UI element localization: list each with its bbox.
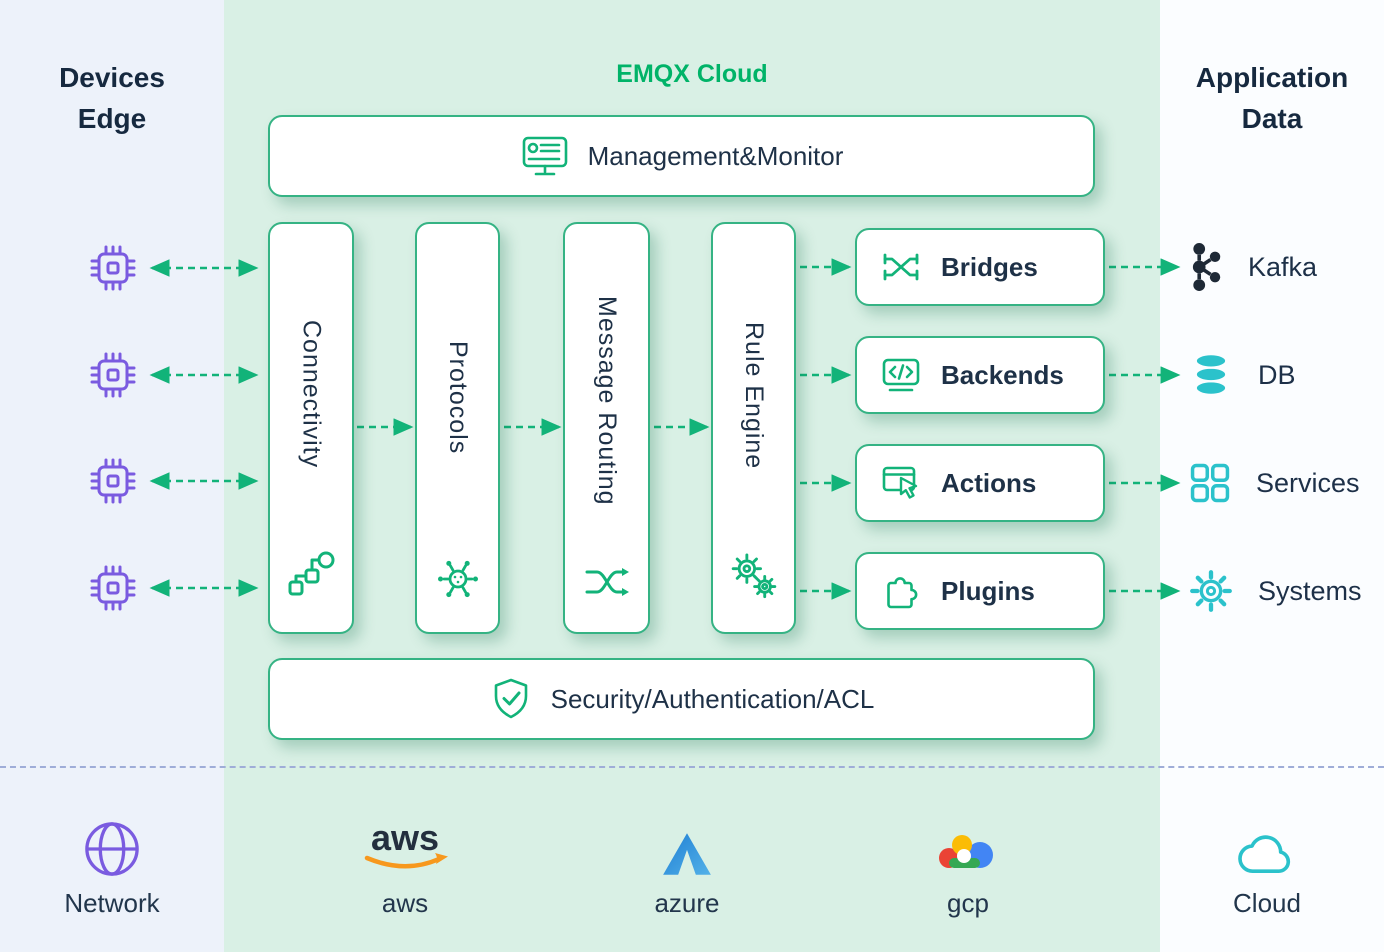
gear-icon (1186, 566, 1236, 616)
pillar-protocols-label: Protocols (444, 341, 472, 455)
globe-icon (32, 806, 192, 878)
footer-aws: aws aws (325, 806, 485, 919)
application-title-line2: Data (1241, 103, 1303, 134)
kafka-icon (1186, 241, 1226, 293)
chip-icon (89, 564, 137, 612)
target-services-label: Services (1256, 467, 1360, 498)
target-db-label: DB (1258, 359, 1296, 390)
dashed-divider (0, 766, 1384, 768)
aws-logo-text: aws (371, 817, 439, 858)
topology-icon (284, 548, 338, 602)
application-title-line1: Application (1195, 62, 1349, 93)
emqx-cloud-title: EMQX Cloud (616, 60, 768, 88)
module-bridges-label: Bridges (941, 251, 1038, 282)
module-backends: Backends (855, 336, 1105, 414)
code-window-icon (879, 353, 923, 397)
module-backends-label: Backends (941, 359, 1064, 390)
module-actions: Actions (855, 444, 1105, 522)
chip-icon (89, 244, 137, 292)
target-services: Services (1186, 456, 1360, 510)
cursor-window-icon (879, 461, 923, 505)
chip-icon (89, 457, 137, 505)
target-kafka-label: Kafka (1248, 251, 1318, 282)
devices-edge-title: Devices Edge (0, 57, 224, 139)
security-label: Security/Authentication/ACL (550, 683, 875, 714)
pillar-connectivity-label: Connectivity (297, 319, 326, 469)
application-data-panel (1160, 0, 1384, 952)
gears-icon (729, 552, 779, 602)
footer-azure: azure (607, 806, 767, 919)
footer-network-label: Network (64, 888, 160, 918)
module-plugins-label: Plugins (941, 575, 1035, 606)
footer-aws-label: aws (381, 888, 429, 918)
shuffle-icon (583, 562, 631, 602)
pillar-rule-engine: Rule Engine (711, 222, 796, 634)
aws-logo: aws (325, 806, 485, 878)
shield-check-icon (489, 677, 533, 721)
target-systems-label: Systems (1258, 575, 1362, 606)
pillar-connectivity: Connectivity (268, 222, 354, 634)
database-icon (1186, 352, 1236, 398)
devices-title-line1: Devices (59, 62, 165, 93)
puzzle-icon (879, 569, 923, 613)
footer-gcp: gcp (888, 806, 1048, 919)
pillar-rule-engine-label: Rule Engine (740, 322, 768, 470)
services-grid-icon (1186, 459, 1234, 507)
azure-logo (607, 806, 767, 878)
security-box: Security/Authentication/ACL (268, 658, 1095, 740)
chip-icon (89, 351, 137, 399)
footer-cloud: Cloud (1187, 806, 1347, 919)
application-data-title: Application Data (1160, 57, 1384, 139)
bridge-crossover-icon (879, 245, 923, 289)
management-monitor-box: Management&Monitor (268, 115, 1095, 197)
hub-icon (435, 556, 481, 602)
footer-azure-label: azure (654, 888, 720, 918)
module-bridges: Bridges (855, 228, 1105, 306)
footer-network: Network (32, 806, 192, 919)
footer-gcp-label: gcp (947, 888, 989, 918)
module-actions-label: Actions (941, 467, 1037, 498)
devices-title-line2: Edge (77, 103, 147, 134)
monitor-icon (520, 134, 570, 178)
pillar-message-routing: Message Routing (563, 222, 650, 634)
gcp-logo (888, 806, 1048, 878)
pillar-message-routing-label: Message Routing (593, 296, 621, 506)
cloud-icon (1187, 806, 1347, 878)
pillar-protocols: Protocols (415, 222, 500, 634)
footer-cloud-label: Cloud (1233, 888, 1301, 918)
target-kafka: Kafka (1186, 240, 1317, 294)
target-systems: Systems (1186, 564, 1362, 618)
target-db: DB (1186, 348, 1296, 402)
module-plugins: Plugins (855, 552, 1105, 630)
management-monitor-label: Management&Monitor (587, 140, 844, 171)
